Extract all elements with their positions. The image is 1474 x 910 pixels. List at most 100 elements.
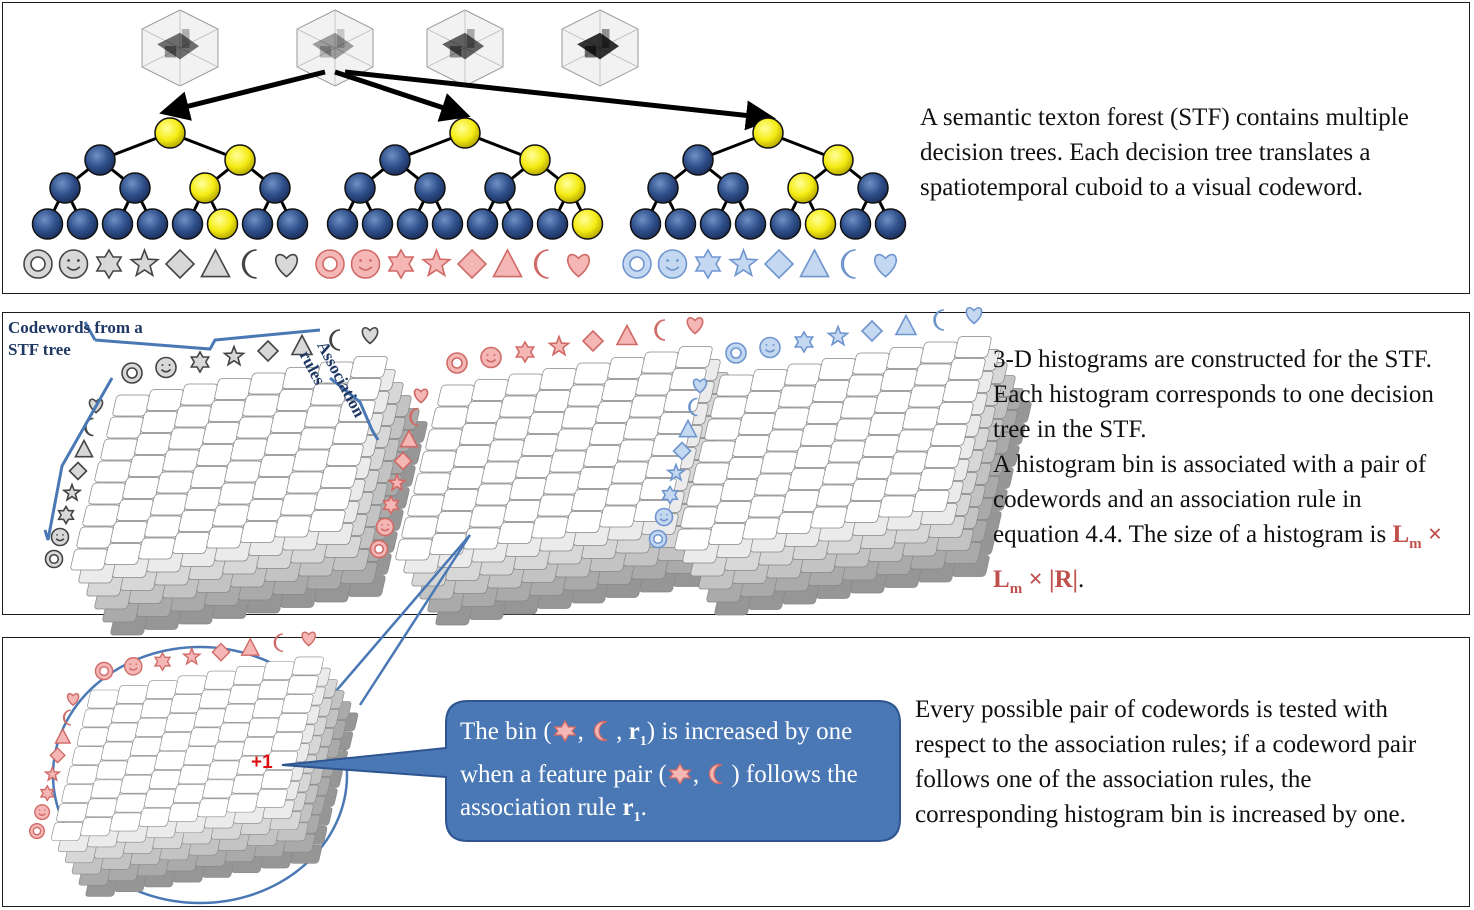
plus-one-label: +1 bbox=[251, 752, 273, 773]
histogram-3d bbox=[648, 306, 1032, 616]
smiley-icon bbox=[759, 336, 781, 359]
formula: Lm × Lm × |R| bbox=[993, 521, 1443, 597]
smiley-icon bbox=[350, 249, 381, 279]
zoom-callout bbox=[28, 534, 901, 905]
crescent-icon bbox=[933, 309, 945, 331]
hexagram-icon bbox=[552, 720, 577, 742]
heart-icon bbox=[66, 692, 80, 707]
cuboid-images bbox=[141, 9, 639, 87]
crescent-icon bbox=[840, 249, 856, 279]
hexagram-icon bbox=[661, 484, 679, 506]
crescent-icon bbox=[273, 633, 283, 652]
smiley-icon bbox=[155, 356, 177, 379]
hexagram-icon bbox=[694, 248, 722, 280]
tree-node bbox=[431, 208, 464, 240]
tree-node bbox=[241, 208, 274, 240]
triangle-icon bbox=[678, 418, 698, 438]
tree-node bbox=[682, 144, 714, 176]
tree-node bbox=[344, 172, 376, 204]
triangle-icon bbox=[615, 323, 639, 346]
diamond-icon bbox=[581, 329, 605, 353]
tree-node bbox=[874, 208, 907, 240]
triangle-icon bbox=[74, 438, 94, 458]
tree-node bbox=[101, 208, 134, 240]
cuboid-image bbox=[426, 9, 504, 87]
cuboid-image bbox=[561, 9, 639, 87]
codewords-label: Codewords from a STF tree bbox=[8, 318, 143, 359]
histograms bbox=[44, 306, 1032, 636]
crescent-icon bbox=[241, 249, 257, 279]
heart-icon bbox=[361, 326, 379, 345]
cuboid-image bbox=[296, 9, 374, 87]
decision-tree bbox=[31, 117, 309, 240]
tree-node bbox=[857, 172, 889, 204]
double-circle-icon bbox=[725, 342, 747, 364]
hexagram-icon bbox=[387, 248, 415, 280]
heart-icon bbox=[413, 388, 429, 404]
triangle-icon bbox=[200, 248, 231, 278]
codeword-rows bbox=[23, 247, 897, 280]
highlighted-node bbox=[206, 208, 239, 240]
double-circle-icon bbox=[622, 249, 652, 279]
tree-node bbox=[769, 208, 802, 240]
tree-node bbox=[717, 172, 749, 204]
bin-update-description: Every possible pair of codewords is test… bbox=[915, 696, 1417, 828]
decision-trees bbox=[31, 117, 907, 240]
hexagram-icon bbox=[153, 651, 172, 672]
histogram-3d bbox=[28, 631, 359, 897]
double-circle-icon bbox=[315, 249, 345, 279]
diamond-icon bbox=[49, 747, 66, 764]
tree-node bbox=[734, 208, 767, 240]
triangle-icon bbox=[290, 333, 314, 356]
double-circle-icon bbox=[121, 362, 143, 384]
codeword-row bbox=[315, 247, 590, 280]
label-brackets bbox=[43, 321, 380, 541]
tree-node bbox=[414, 172, 446, 204]
highlighted-node bbox=[822, 144, 854, 176]
star-icon bbox=[129, 247, 160, 278]
star-icon bbox=[547, 334, 571, 357]
heart-icon bbox=[874, 253, 897, 278]
tree-node bbox=[136, 208, 169, 240]
star-icon bbox=[728, 247, 759, 278]
highlighted-node bbox=[571, 208, 604, 240]
heart-icon bbox=[692, 378, 708, 394]
star-icon bbox=[43, 765, 62, 782]
tree-node bbox=[629, 208, 662, 240]
cuboid-image bbox=[141, 9, 219, 87]
double-circle-icon bbox=[28, 823, 45, 840]
diamond-icon bbox=[456, 248, 488, 280]
heart-icon bbox=[965, 306, 983, 325]
heart-icon bbox=[275, 253, 298, 278]
tree-node bbox=[839, 208, 872, 240]
hexagram-icon bbox=[382, 494, 400, 516]
tree-node bbox=[699, 208, 732, 240]
tree-node bbox=[66, 208, 99, 240]
tree-node bbox=[501, 208, 534, 240]
hexagram-icon bbox=[95, 248, 123, 280]
star-icon bbox=[61, 482, 83, 502]
highlighted-node bbox=[804, 208, 837, 240]
heart-icon bbox=[686, 316, 704, 335]
star-icon bbox=[222, 344, 246, 367]
heart-icon bbox=[301, 631, 316, 647]
tree-node bbox=[361, 208, 394, 240]
smiley-icon bbox=[123, 657, 143, 676]
triangle-icon bbox=[492, 248, 523, 278]
smiley-icon bbox=[654, 507, 674, 527]
highlighted-node bbox=[449, 117, 481, 149]
tree-arrows bbox=[159, 69, 776, 131]
double-circle-icon bbox=[94, 661, 114, 681]
hexagram-icon bbox=[793, 330, 815, 354]
crescent-icon bbox=[709, 763, 723, 785]
tree-node bbox=[379, 144, 411, 176]
diamond-icon bbox=[256, 339, 280, 363]
decision-tree bbox=[326, 117, 604, 240]
highlighted-node bbox=[752, 117, 784, 149]
diamond-icon bbox=[393, 451, 413, 471]
triangle-icon bbox=[799, 248, 830, 278]
tree-node bbox=[326, 208, 359, 240]
tree-node bbox=[536, 208, 569, 240]
triangle-icon bbox=[54, 727, 72, 744]
hexagram-icon bbox=[39, 784, 55, 802]
